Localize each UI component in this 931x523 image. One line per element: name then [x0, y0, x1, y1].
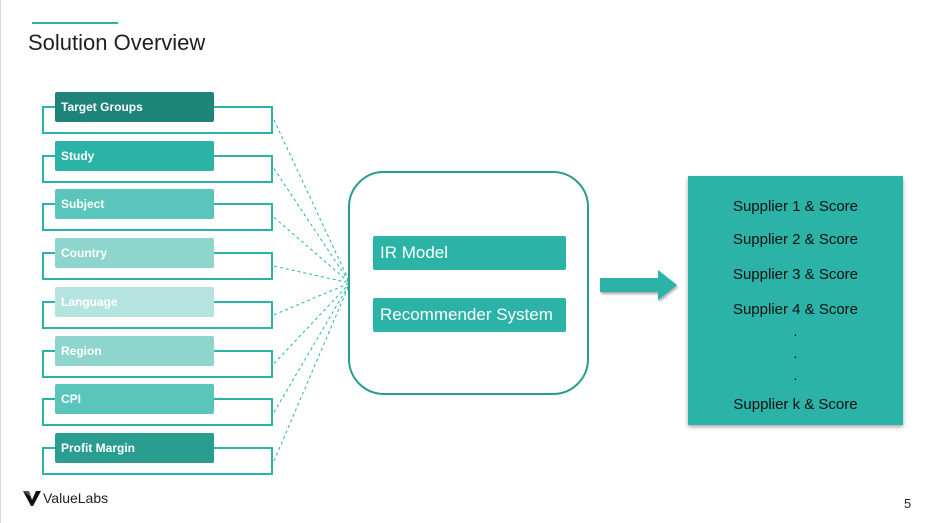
connector-line [273, 282, 351, 364]
title-accent-bar [32, 22, 118, 24]
input-label-profit-margin: Profit Margin [55, 432, 214, 463]
input-label-study: Study [55, 140, 214, 171]
connector-line [273, 265, 351, 284]
model-container [348, 171, 589, 395]
page-number: 5 [904, 496, 912, 511]
supplier-item-3: Supplier 3 & Score [732, 266, 859, 283]
supplier-item-k: Supplier k & Score [733, 396, 858, 413]
input-label-country: Country [55, 238, 214, 269]
connector-line [273, 217, 351, 284]
input-label-cpi: CPI [55, 384, 214, 415]
connector-line [273, 119, 351, 284]
supplier-output-box: Supplier 1 & Score Supplier 2 & Score Su… [688, 176, 903, 425]
supplier-item-4: Supplier 4 & Score [732, 301, 859, 318]
slide-title: Solution Overview [28, 30, 206, 55]
supplier-item-2: Supplier 2 & Score [732, 231, 859, 248]
right-arrow-icon [600, 270, 677, 300]
ellipsis-dot: . [793, 367, 798, 383]
input-label-language: Language [55, 286, 214, 317]
connector-line [273, 282, 351, 462]
slide-left-border [0, 0, 1, 523]
valuelabs-logo-icon [23, 491, 41, 506]
input-label-subject: Subject [55, 189, 214, 220]
supplier-item-1: Supplier 1 & Score [732, 198, 859, 215]
ellipsis-dot: . [793, 323, 798, 339]
connector-line [273, 282, 351, 316]
connector-line [273, 282, 351, 413]
ellipsis-dot: . [793, 345, 798, 361]
connector-line [273, 168, 351, 284]
recommender-system-block: Recommender System [373, 298, 566, 332]
input-label-target-groups: Target Groups [55, 92, 214, 122]
company-logo-text: ValueLabs [43, 490, 109, 506]
input-label-region: Region [55, 335, 214, 366]
ir-model-block: IR Model [373, 236, 566, 270]
